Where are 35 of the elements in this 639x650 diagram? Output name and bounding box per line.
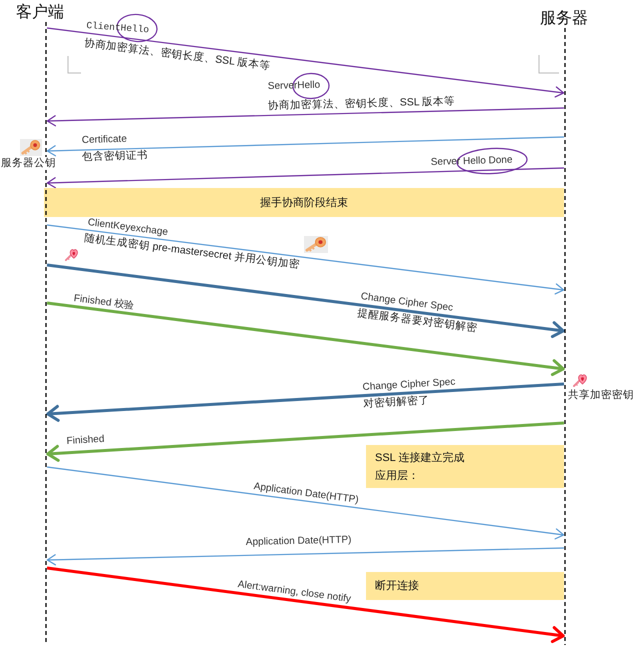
- participant-label: 客户端: [16, 3, 64, 22]
- message-label: Certificate: [82, 134, 127, 148]
- message-arrow: [46, 136, 564, 156]
- note-box: [366, 572, 564, 600]
- message-arrow: [46, 224, 564, 295]
- message-arrow: [46, 382, 564, 422]
- message-label: Finished: [66, 434, 105, 448]
- message-arrow: [46, 422, 564, 462]
- message-arrow: [46, 264, 565, 338]
- message-label: Alert:warning, close notify: [237, 579, 352, 606]
- message-arrow: [46, 107, 564, 126]
- message-label: Application Date(HTTP): [253, 481, 360, 507]
- message-label: ClientHello: [86, 20, 150, 36]
- message-label: Application Date(HTTP): [246, 534, 352, 550]
- message-arrow: [46, 302, 565, 376]
- participant-label: 服务器: [540, 9, 588, 28]
- message-label: Finished 校验: [73, 293, 135, 313]
- message-arrow: [46, 547, 564, 566]
- note-box: [366, 445, 564, 488]
- message-label: Change Cipher Spec: [362, 376, 456, 394]
- annotation-text: 共享加密密钥: [568, 389, 634, 402]
- note-text: 应用层：: [375, 469, 419, 483]
- annotation-text: 协商加密算法、密钥长度、SSL 版本等: [83, 36, 271, 74]
- message-arrow: [46, 466, 564, 540]
- note-text: SSL 连接建立完成: [375, 451, 464, 465]
- annotation-text: 对密钥解密了: [363, 394, 430, 411]
- phase-label: 握手协商阶段结束: [260, 196, 348, 210]
- annotation-text: 服务器公钥: [1, 157, 56, 170]
- message-arrow: [46, 566, 565, 644]
- annotation-text: 包含密钥证书: [82, 149, 148, 164]
- annotation-text: 协商加密算法、密钥长度、SSL 版本等: [268, 96, 456, 114]
- message-arrow: [46, 27, 564, 98]
- note-text: 断开连接: [375, 579, 419, 593]
- message-arrow: [46, 167, 564, 188]
- phase-band: [44, 188, 564, 217]
